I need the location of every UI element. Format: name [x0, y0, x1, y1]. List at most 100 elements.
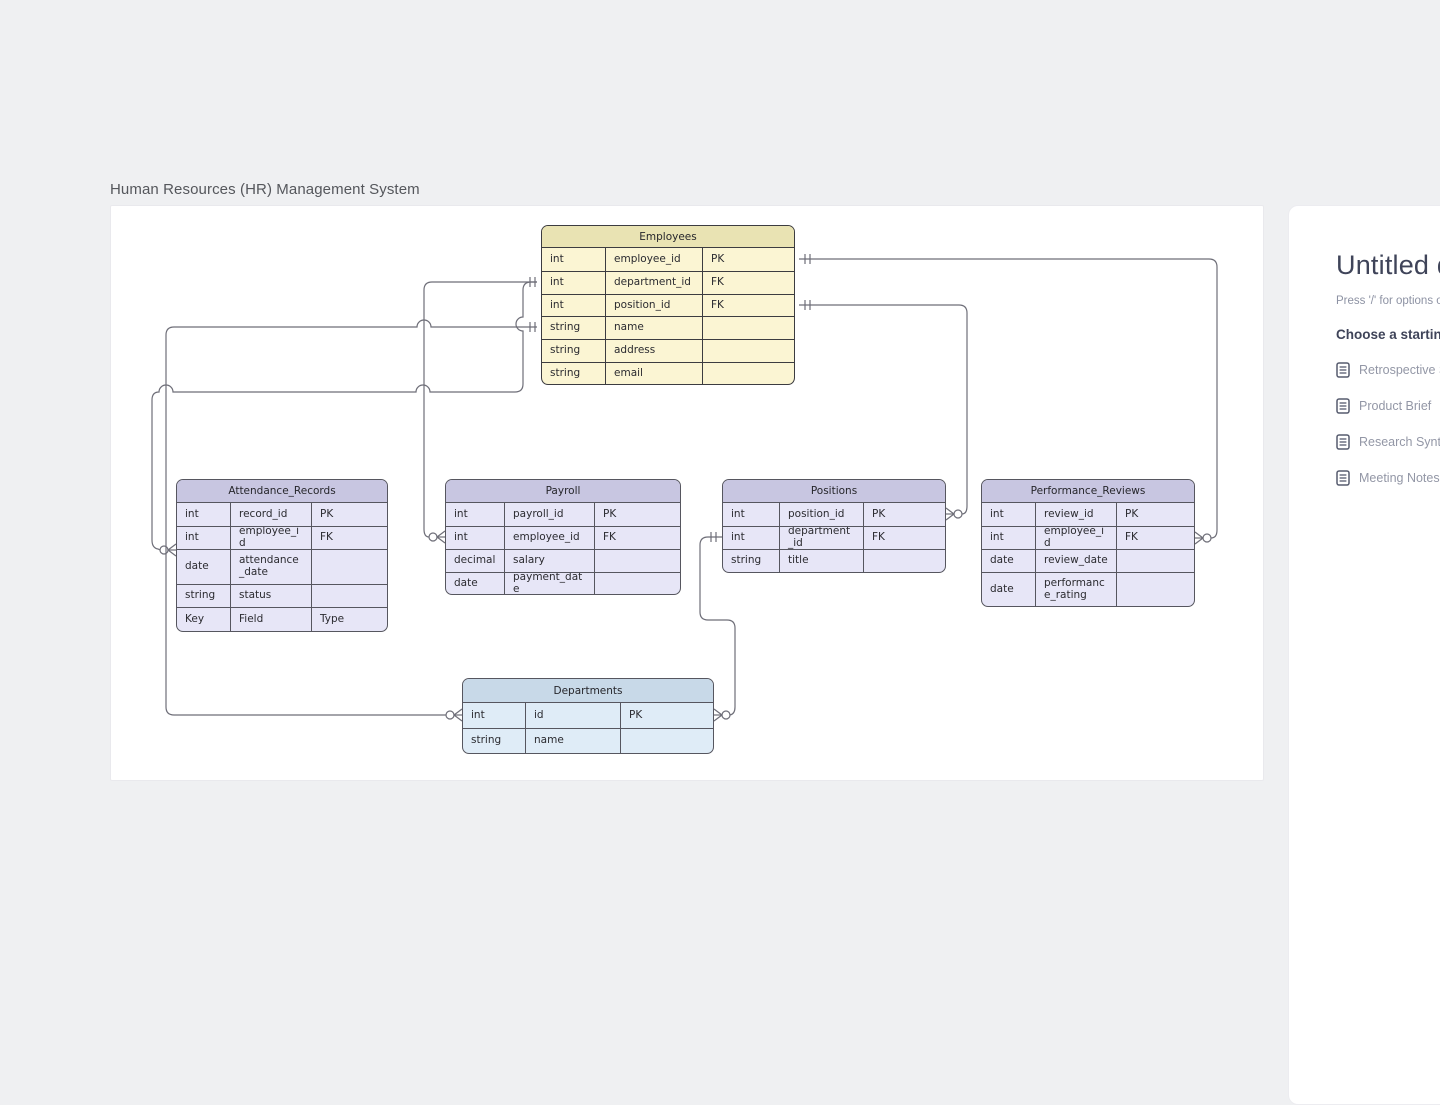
field-name: payment_date [504, 573, 594, 594]
template-option-label: Retrospective Su [1359, 363, 1440, 377]
field-key: PK [594, 503, 680, 526]
field-key: FK [702, 295, 794, 316]
field-type: string [731, 554, 762, 567]
field-name: record_id [230, 503, 311, 526]
field-type: int [990, 531, 1004, 544]
field-name: review_id [1035, 503, 1116, 526]
document-icon [1336, 398, 1350, 414]
entity-field-row: date payment_date [446, 572, 680, 594]
entity-title: Performance_Reviews [982, 480, 1194, 503]
field-key [311, 585, 387, 607]
field-key [594, 550, 680, 572]
field-type: date [454, 576, 478, 589]
field-key: Type [311, 608, 387, 631]
entity-field-row: date performance_rating [982, 572, 1194, 606]
field-type: int [550, 276, 564, 289]
field-type: int [550, 298, 564, 311]
field-name: salary [504, 550, 594, 572]
document-hint: Press '/' for options or s [1336, 295, 1440, 307]
template-option-product-brief[interactable]: Product Brief [1336, 398, 1440, 414]
field-name: employee_id [1035, 527, 1116, 549]
field-name: employee_id [605, 248, 702, 271]
field-name: Field [230, 608, 311, 631]
template-option-retrospective-su[interactable]: Retrospective Su [1336, 362, 1440, 378]
field-name: status [230, 585, 311, 607]
field-key: FK [594, 527, 680, 549]
template-list: Retrospective Su Product Brief Research … [1336, 362, 1440, 486]
field-name: attendance_date [230, 550, 311, 584]
field-type: string [471, 734, 502, 747]
entity-title: Payroll [446, 480, 680, 503]
field-type: int [454, 507, 468, 520]
template-option-label: Research Synthe [1359, 435, 1440, 449]
field-type: date [185, 560, 209, 573]
document-panel[interactable]: Untitled d Press '/' for options or s Ch… [1288, 205, 1440, 1105]
field-name: department_id [605, 272, 702, 294]
field-name: email [605, 363, 702, 384]
field-type: int [731, 531, 745, 544]
document-icon [1336, 362, 1350, 378]
field-key: FK [1116, 527, 1194, 549]
field-key [863, 550, 945, 572]
entity-title: Employees [542, 226, 794, 248]
field-type: int [731, 507, 745, 520]
field-name: department_id [779, 527, 863, 549]
field-key: PK [863, 503, 945, 526]
field-type: string [550, 321, 581, 334]
field-type: int [990, 507, 1004, 520]
entity-field-row: decimal salary [446, 549, 680, 572]
entity-title: Positions [723, 480, 945, 503]
field-name: employee_id [230, 527, 311, 549]
document-icon [1336, 434, 1350, 450]
entity-field-row: date attendance_date [177, 549, 387, 584]
field-name: position_id [605, 295, 702, 316]
field-key: PK [1116, 503, 1194, 526]
field-key [702, 317, 794, 339]
field-type: decimal [454, 554, 496, 567]
field-key [311, 550, 387, 584]
field-type: date [990, 582, 1014, 595]
template-section-heading: Choose a starting te [1336, 327, 1440, 342]
diagram-title: Human Resources (HR) Management System [110, 181, 420, 198]
field-type: int [185, 507, 199, 520]
field-type: string [550, 344, 581, 357]
field-name: id [525, 703, 620, 728]
template-option-label: Product Brief [1359, 399, 1432, 413]
field-type: date [990, 554, 1014, 567]
field-key: FK [702, 272, 794, 294]
entity-field-row: date review_date [982, 549, 1194, 572]
document-title[interactable]: Untitled d [1336, 250, 1440, 280]
field-name: review_date [1035, 550, 1116, 572]
template-option-meeting-notes[interactable]: Meeting Notes [1336, 470, 1440, 486]
template-option-research-synthe[interactable]: Research Synthe [1336, 434, 1440, 450]
field-name: payroll_id [504, 503, 594, 526]
field-key [702, 340, 794, 362]
document-panel-content: Untitled d Press '/' for options or s Ch… [1289, 206, 1440, 486]
field-name: performance_rating [1035, 573, 1116, 606]
entity-title: Attendance_Records [177, 480, 387, 503]
field-type: int [185, 531, 199, 544]
template-option-label: Meeting Notes [1359, 471, 1440, 485]
field-key: PK [620, 703, 713, 728]
field-key: PK [702, 248, 794, 271]
